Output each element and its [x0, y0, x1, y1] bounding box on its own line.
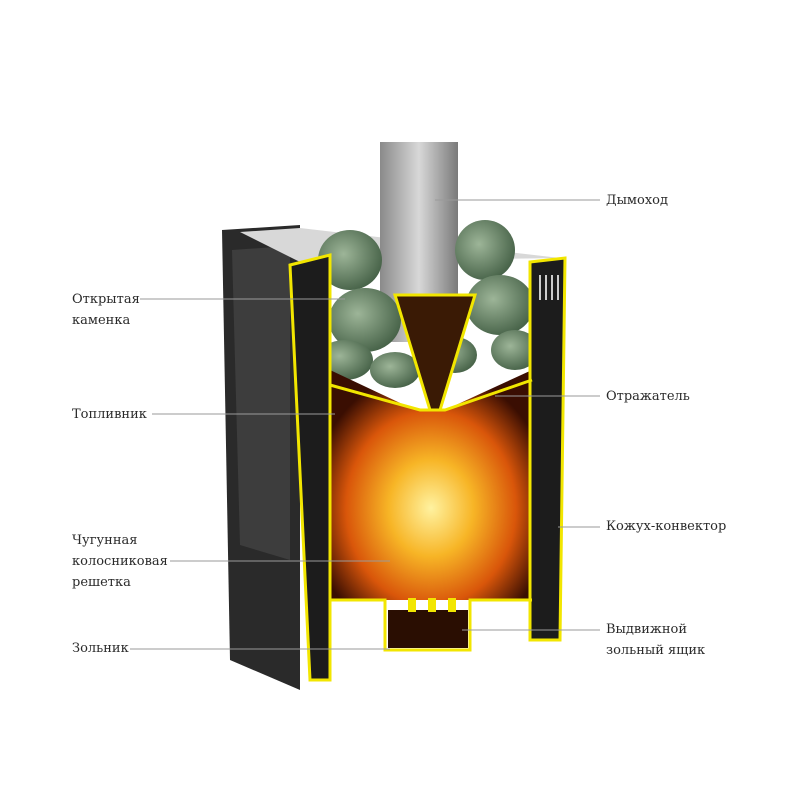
leader-lines — [130, 199, 600, 650]
label-open-heater: Открытая каменка — [72, 289, 140, 331]
label-firebox: Топливник — [72, 407, 147, 422]
vent-slots — [539, 275, 559, 300]
grate-outline — [330, 598, 532, 652]
label-grate-line3: решетка — [72, 575, 131, 590]
label-ash-drawer-line2: зольный ящик — [606, 643, 706, 658]
front-wall-right — [528, 256, 567, 642]
label-reflector: Отражатель — [606, 389, 690, 404]
label-ash-drawer: Выдвижной зольный ящик — [606, 619, 705, 661]
label-grate: Чугунная колосниковая решетка — [72, 530, 168, 593]
label-ash-pit: Зольник — [72, 641, 129, 656]
grate-bars — [408, 598, 456, 612]
ash-drawer — [388, 610, 468, 648]
label-grate-line1: Чугунная — [72, 533, 138, 548]
stones — [317, 220, 539, 388]
side-panel-inner — [232, 246, 290, 560]
label-ash-drawer-line1: Выдвижной — [606, 622, 688, 637]
firebox — [330, 370, 532, 600]
label-chimney: Дымоход — [606, 193, 669, 208]
reflector-outline — [329, 378, 533, 412]
label-convector-casing: Кожух-конвектор — [606, 519, 727, 534]
label-grate-line2: колосниковая — [72, 554, 168, 569]
label-open-heater-line2: каменка — [72, 313, 131, 328]
label-open-heater-line1: Открытая — [72, 292, 140, 307]
front-wall-left — [288, 253, 332, 682]
